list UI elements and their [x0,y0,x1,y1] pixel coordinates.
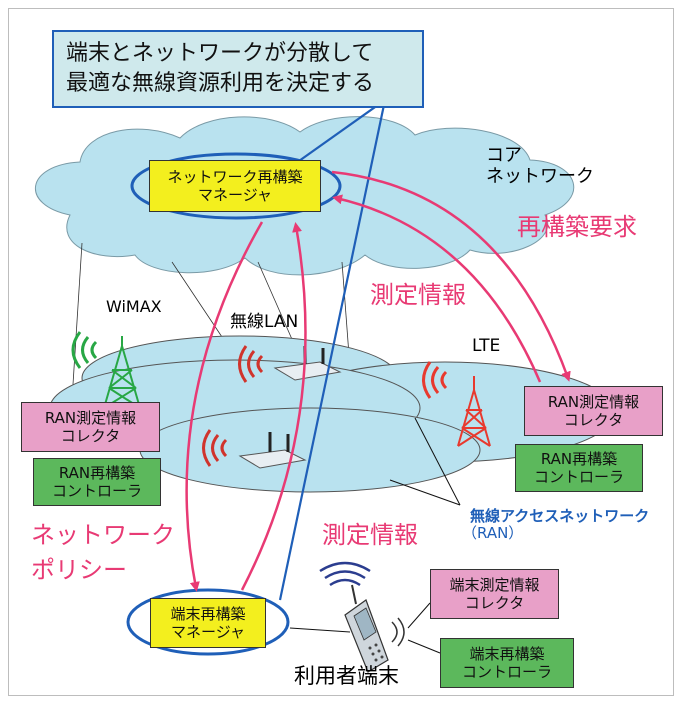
callout-line-1: 端末とネットワークが分散して [66,41,374,67]
lte-label: LTE [472,336,501,356]
ran-controller-left-box: RAN再構築 コントローラ [33,458,161,506]
network-policy-line-2: ポリシー [31,555,127,584]
network-manager-line-2: マネージャ [198,186,272,204]
reconfig-request-label: 再構築要求 [517,213,637,241]
phone-icon [344,584,389,673]
ran-controller-right-line-2: コントローラ [533,468,624,486]
terminal-collector-box: 端末測定情報 コレクタ [430,569,559,619]
ran-label-pointers [389,417,461,506]
wimax-signal-icon [71,331,98,369]
ran-controller-right-box: RAN再構築 コントローラ [515,444,643,492]
callout-line-2: 最適な無線資源利用を決定する [66,71,375,96]
flow-arrows [185,170,571,592]
terminal-controller-line-1: 端末再構築 [469,645,545,663]
core-network-label: コア ネットワーク [486,145,594,187]
ran-collector-left-line-2: コレクタ [60,427,121,445]
terminal-manager-line-1: 端末再構築 [170,605,246,623]
phone-right-waves-icon [391,617,405,647]
ran-collector-left-line-1: RAN測定情報 [44,409,137,427]
ran-collector-left-box: RAN測定情報 コレクタ [21,402,160,452]
terminal-controller-line-2: コントローラ [461,663,552,681]
ran-collector-right-line-2: コレクタ [563,411,624,429]
terminal-manager-highlight [126,588,290,656]
network-policy-line-1: ネットワーク [31,521,175,549]
terminal-collector-line-1: 端末測定情報 [449,576,540,594]
network-manager-highlight [130,152,342,220]
ran-controller-left-line-1: RAN再構築 [58,464,136,482]
lte-tower-icon [457,376,491,447]
ran-label-line-1: 無線アクセスネットワーク [470,507,650,525]
measurement-info-top-label: 測定情報 [370,281,466,309]
ran-label: 無線アクセスネットワーク （RAN） [462,507,650,543]
network-manager-box: ネットワーク再構築 マネージャ [149,160,321,212]
diagram-frame [8,8,674,696]
wlan-ap-icon-bottom [238,432,307,469]
user-terminal-label: 利用者端末 [294,664,399,688]
wimax-label: WiMAX [106,297,162,316]
ran-controller-right-line-1: RAN再構築 [540,450,618,468]
core-network-line-2: ネットワーク [486,165,594,187]
core-network-line-1: コア [486,145,522,166]
lte-signal-icon [422,361,448,399]
wlan-label: 無線LAN [230,312,299,332]
wlan-signal-icon-bottom [202,429,228,467]
terminal-collector-line-2: コレクタ [464,594,525,612]
ran-label-line-2: （RAN） [462,524,524,543]
terminal-manager-box: 端末再構築 マネージャ [150,598,266,648]
callout-box: 端末とネットワークが分散して 最適な無線資源利用を決定する [52,30,424,108]
terminal-links [289,602,441,654]
network-policy-label: ネットワーク ポリシー [31,518,175,588]
ran-collector-right-line-1: RAN測定情報 [547,393,640,411]
ran-controller-left-line-2: コントローラ [51,482,142,500]
ran-collector-right-box: RAN測定情報 コレクタ [524,386,663,436]
network-manager-line-1: ネットワーク再構築 [167,168,303,186]
terminal-manager-line-2: マネージャ [171,623,245,641]
wimax-tower-icon [103,336,141,409]
terminal-controller-box: 端末再構築 コントローラ [440,638,574,688]
wlan-signal-icon-top [238,345,264,383]
phone-signal-icon [319,561,371,587]
measurement-info-bottom-label: 測定情報 [322,521,418,549]
